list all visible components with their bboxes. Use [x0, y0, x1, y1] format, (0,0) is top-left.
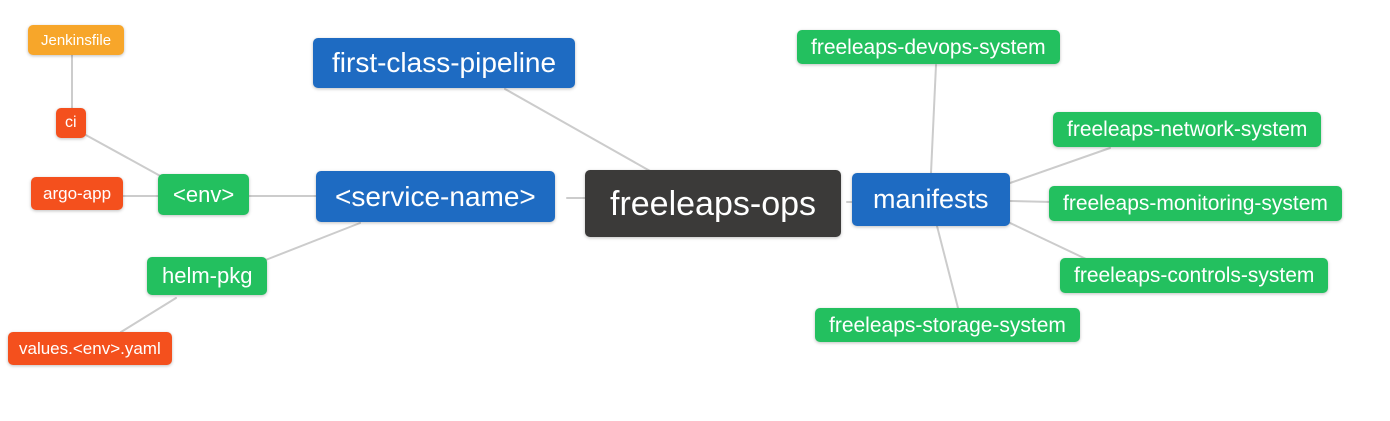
edge-manifests-network	[1009, 147, 1111, 184]
node-values-env-yaml[interactable]: values.<env>.yaml	[8, 332, 172, 365]
edge-manifests-devops	[930, 64, 937, 174]
node-freeleaps-network-system[interactable]: freeleaps-network-system	[1053, 112, 1322, 147]
node-env[interactable]: <env>	[158, 174, 250, 215]
node-argo-app[interactable]: argo-app	[31, 177, 124, 210]
edge-manifests-storage	[936, 225, 959, 309]
node-manifests[interactable]: manifests	[852, 173, 1010, 226]
edge-manifests-monitoring	[1009, 200, 1053, 203]
edge-values-helm-pkg	[120, 297, 177, 333]
edge-helm-pkg-service-name	[262, 222, 361, 262]
node-first-class-pipeline[interactable]: first-class-pipeline	[313, 38, 576, 88]
edge-ci-env	[83, 133, 165, 179]
node-helm-pkg[interactable]: helm-pkg	[147, 257, 268, 295]
edge-manifests-controls	[1007, 221, 1087, 260]
node-service-name[interactable]: <service-name>	[316, 171, 555, 222]
node-freeleaps-devops-system[interactable]: freeleaps-devops-system	[797, 30, 1060, 64]
node-freeleaps-ops-root[interactable]: freeleaps-ops	[585, 170, 842, 237]
node-freeleaps-monitoring-system[interactable]: freeleaps-monitoring-system	[1049, 186, 1342, 221]
node-ci[interactable]: ci	[56, 108, 86, 138]
node-freeleaps-storage-system[interactable]: freeleaps-storage-system	[815, 308, 1080, 342]
node-freeleaps-controls-system[interactable]: freeleaps-controls-system	[1060, 258, 1329, 293]
edge-pipeline-root	[504, 88, 651, 172]
node-jenkinsfile[interactable]: Jenkinsfile	[28, 25, 125, 55]
